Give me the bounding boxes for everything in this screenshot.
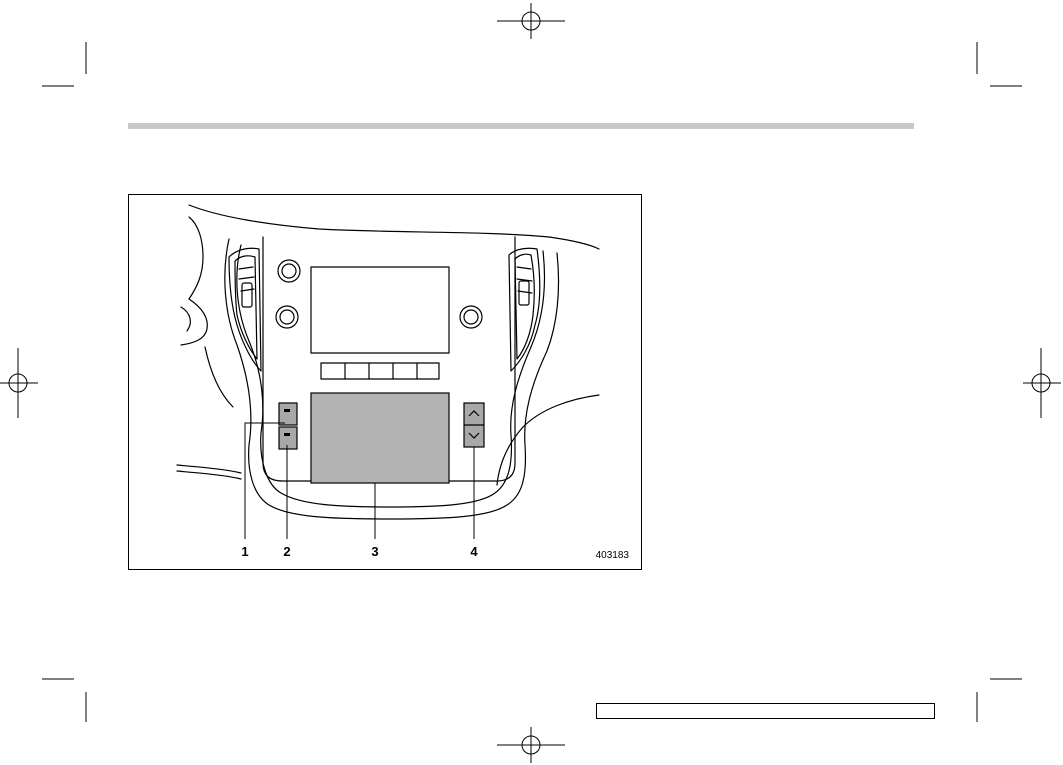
floor-edge-line — [176, 464, 242, 474]
lower-left-switch — [278, 426, 298, 450]
lower-left-switch-indicator-icon — [284, 433, 290, 436]
figure-code: 403183 — [595, 550, 629, 561]
left-vent-knob — [241, 282, 253, 308]
registration-mark-top-icon — [497, 3, 565, 39]
climate-touchpad-panel — [310, 392, 450, 484]
floor-edge-line-2 — [176, 470, 242, 480]
steering-wheel-spoke — [180, 306, 191, 332]
left-air-vent-outline — [228, 247, 262, 372]
button-row — [320, 362, 440, 380]
console-line-drawing — [176, 204, 600, 539]
footer-page-box — [596, 703, 935, 719]
right-vent-louver — [516, 266, 532, 270]
callout-label-1: 1 — [241, 544, 249, 559]
left-switch-pair — [278, 402, 298, 450]
dashboard-top-edge — [188, 204, 600, 250]
display-screen — [310, 266, 450, 354]
center-stack-inner-outline — [236, 244, 546, 508]
right-vent-louver — [516, 278, 533, 282]
steering-wheel-hand-rest — [180, 298, 208, 346]
steering-column-edge — [204, 346, 234, 408]
chevron-up-icon — [468, 410, 480, 417]
registration-mark-right-icon — [1023, 348, 1061, 418]
upper-left-knob — [277, 259, 301, 283]
right-knob-inner — [463, 309, 479, 325]
chevron-down-icon — [468, 432, 480, 439]
steering-wheel-edge — [188, 216, 204, 300]
right-air-vent-inner — [514, 253, 535, 360]
right-air-vent-outline — [508, 247, 541, 372]
lower-left-knob — [275, 305, 299, 329]
upper-left-knob-inner — [281, 263, 297, 279]
right-vent-louver — [517, 290, 533, 294]
registration-mark-left-icon — [0, 348, 38, 418]
upper-left-switch — [278, 402, 298, 426]
right-vent-knob — [518, 280, 530, 306]
registration-mark-bottom-icon — [497, 727, 565, 763]
callout-label-4: 4 — [470, 544, 478, 559]
callout-label-2: 2 — [283, 544, 291, 559]
console-illustration-figure: 1 2 3 4 403183 — [128, 194, 642, 570]
right-rocker-switch — [463, 402, 485, 448]
right-knob — [459, 305, 483, 329]
left-vent-louver — [238, 276, 255, 280]
left-vent-louver — [238, 266, 254, 270]
right-trim-curve — [496, 394, 600, 486]
leader-line-1 — [244, 422, 285, 539]
upper-left-switch-indicator-icon — [284, 409, 290, 412]
left-air-vent-inner — [234, 255, 258, 360]
header-rule — [128, 123, 914, 129]
callout-label-3: 3 — [371, 544, 379, 559]
lower-left-knob-inner — [279, 309, 295, 325]
center-stack-outer-outline — [224, 238, 560, 520]
